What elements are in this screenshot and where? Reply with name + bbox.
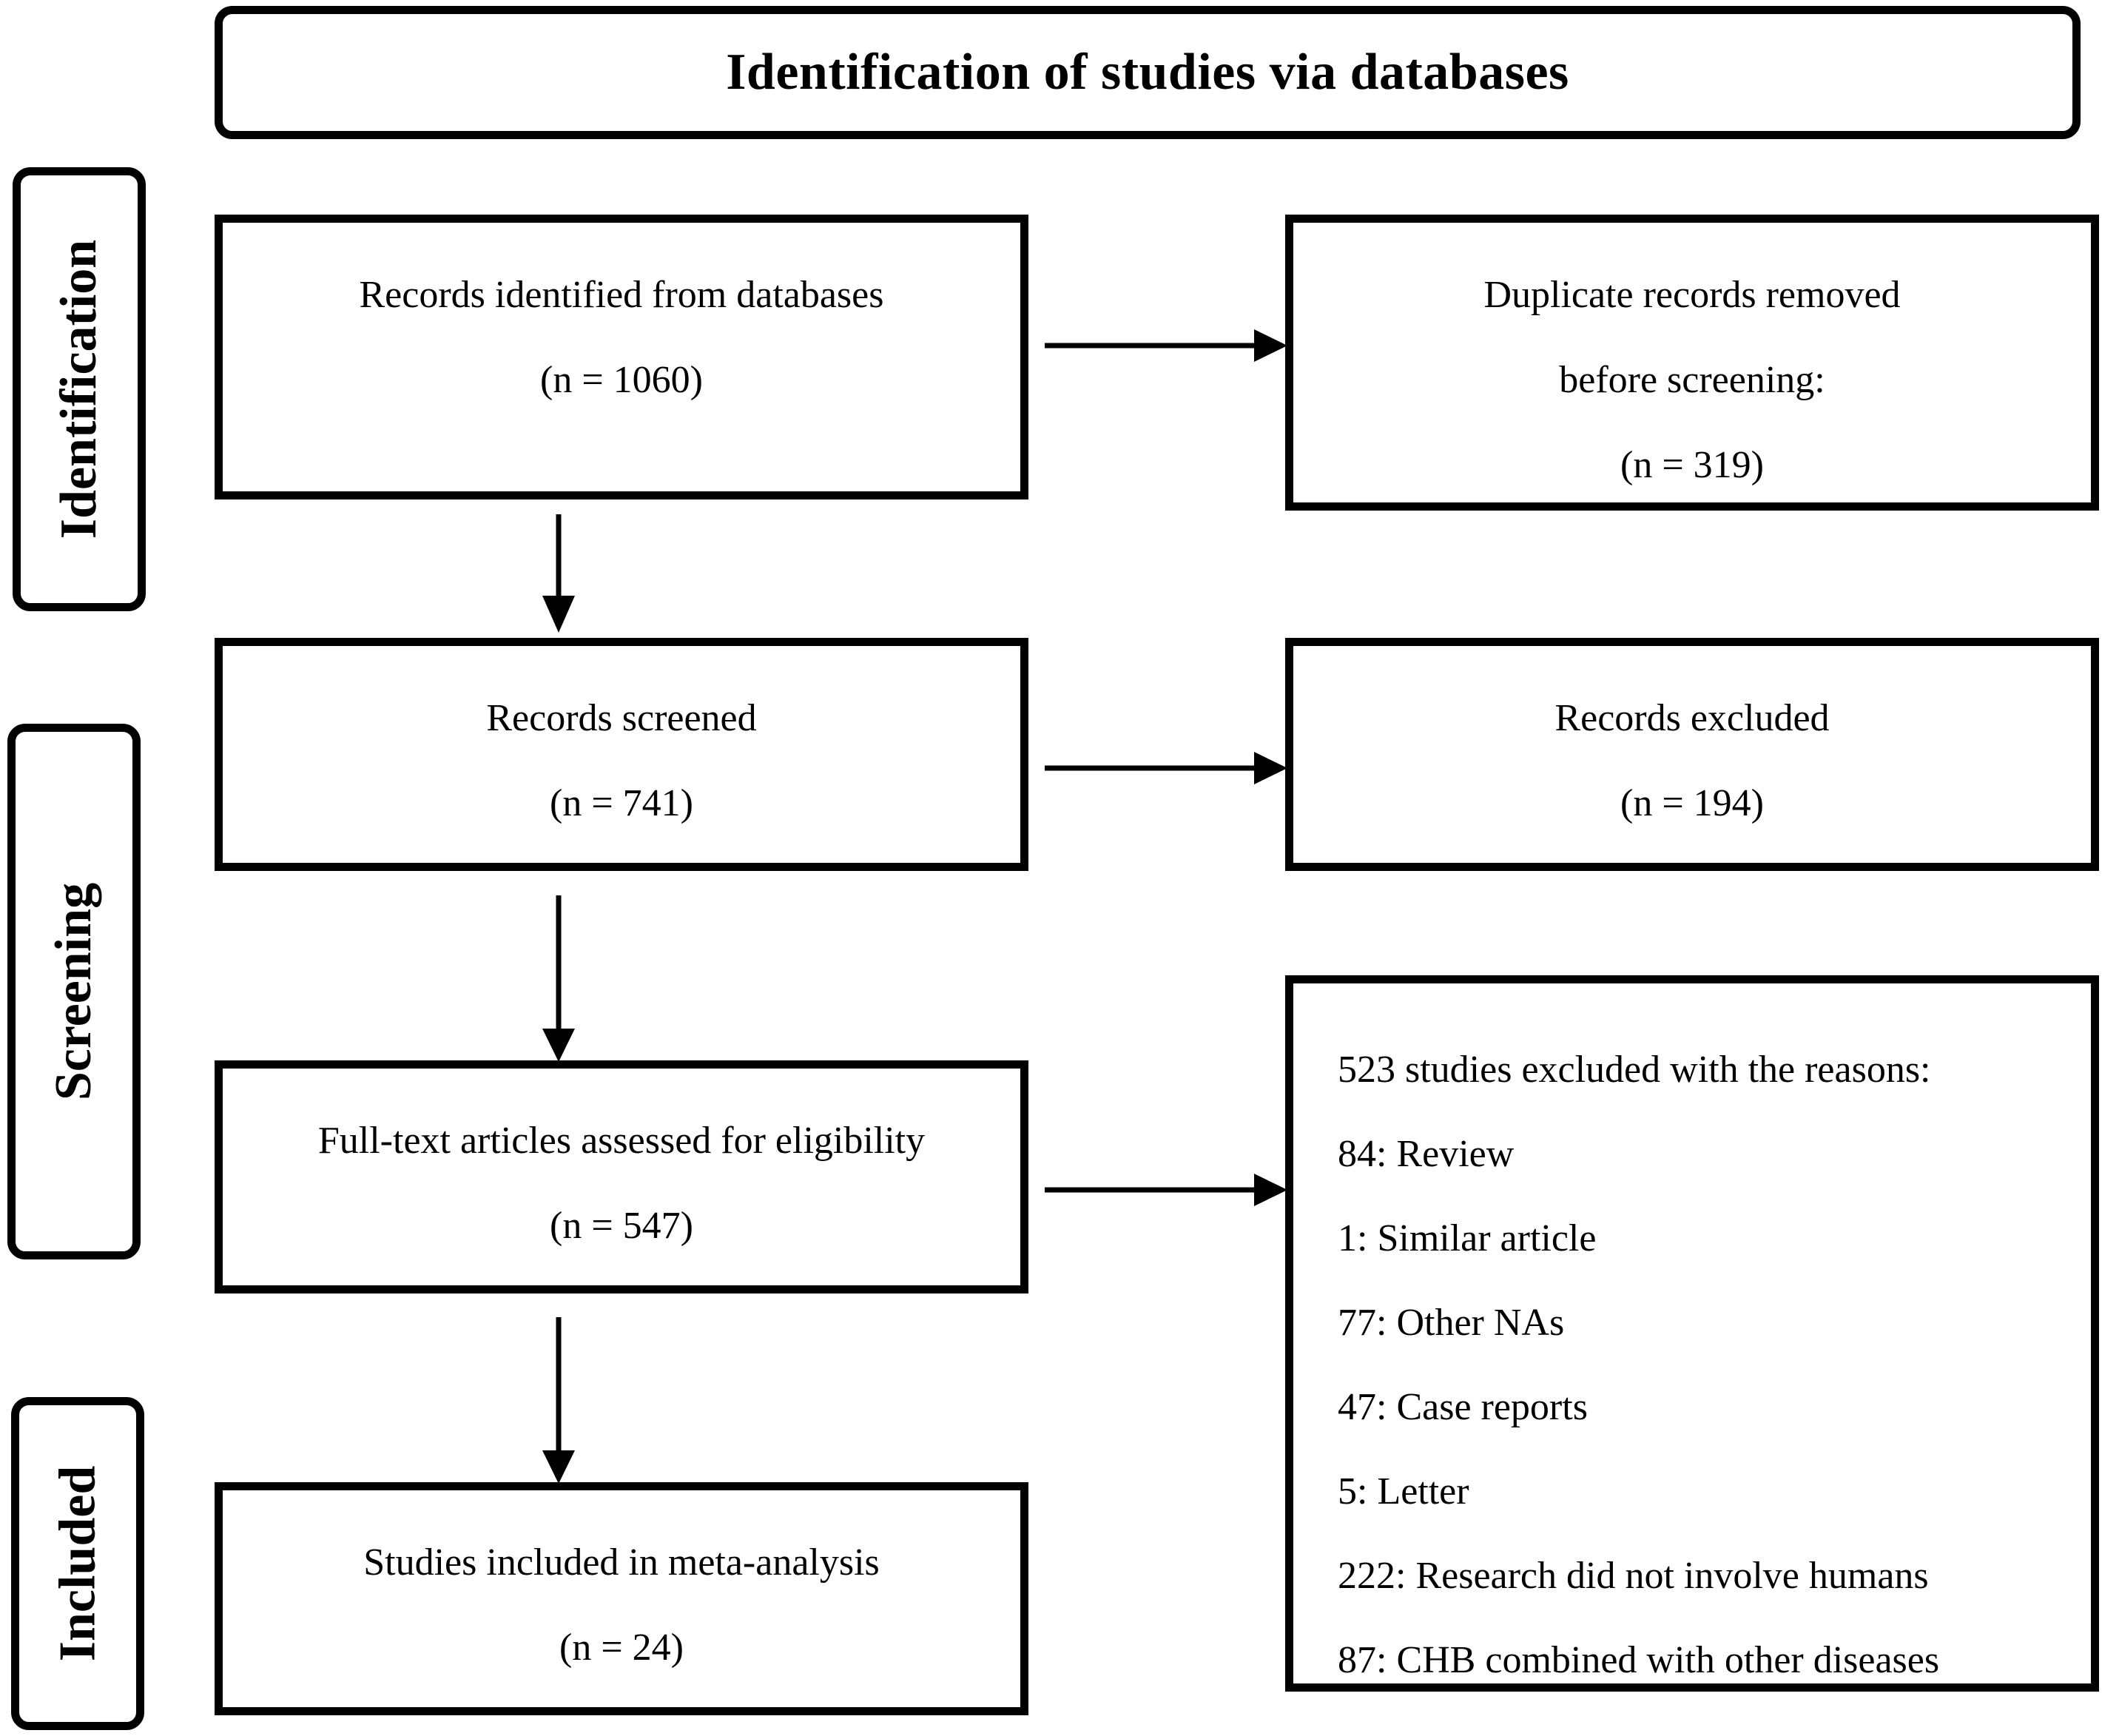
full-text-assessed-box: Full-text articles assessed for eligibil… (215, 1060, 1028, 1293)
arrow-down-fulltext-to-included (542, 1317, 575, 1484)
exclusion-reason-item: 77: Other NAs (1338, 1302, 1565, 1344)
studies-included-box: Studies included in meta-analysis (n = 2… (215, 1482, 1028, 1715)
records-identified-text: Records identified from databases (359, 274, 884, 316)
duplicates-removed-box: Duplicate records removed before screeni… (1285, 215, 2099, 511)
records-screened-text: Records screened (486, 697, 757, 739)
arrow-right-identified-to-duplicates (1045, 329, 1287, 362)
exclusion-reason-item: 87: CHB combined with other diseases (1338, 1639, 1940, 1681)
records-identified-count: (n = 1060) (540, 359, 703, 401)
records-screened-count: (n = 741) (550, 782, 693, 824)
diagram-title: Identification of studies via databases (726, 44, 1569, 101)
exclusion-reason-item: 84: Review (1338, 1133, 1515, 1175)
arrow-right-screened-to-excluded (1045, 752, 1287, 784)
arrow-down-screened-to-fulltext (542, 895, 575, 1062)
records-screened-box: Records screened (n = 741) (215, 638, 1028, 871)
exclusion-reasons-box: 523 studies excluded with the reasons: 8… (1285, 975, 2099, 1692)
stage-screening-box: Screening (7, 724, 141, 1259)
duplicates-removed-text: Duplicate records removed (1483, 274, 1901, 316)
records-identified-box: Records identified from databases (n = 1… (215, 215, 1028, 499)
arrow-right-fulltext-to-reasons (1045, 1174, 1287, 1206)
exclusion-reason-item: 222: Research did not involve humans (1338, 1555, 1929, 1597)
exclusion-reason-item: 47: Case reports (1338, 1386, 1588, 1428)
arrow-down-identified-to-screened (542, 514, 575, 633)
records-excluded-count: (n = 194) (1620, 782, 1764, 824)
full-text-assessed-text: Full-text articles assessed for eligibil… (317, 1120, 926, 1162)
stage-identification-box: Identification (13, 167, 146, 611)
duplicates-removed-count: (n = 319) (1620, 444, 1764, 486)
full-text-assessed-count: (n = 547) (550, 1205, 693, 1247)
exclusion-reason-item: 1: Similar article (1338, 1217, 1597, 1259)
exclusion-reasons-header: 523 studies excluded with the reasons: (1338, 1049, 1931, 1091)
studies-included-count: (n = 24) (559, 1626, 684, 1669)
records-excluded-text: Records excluded (1554, 697, 1830, 739)
stage-included-box: Included (11, 1397, 144, 1730)
title-box: Identification of studies via databases (215, 6, 2081, 139)
duplicates-removed-text-2: before screening: (1559, 359, 1825, 401)
records-excluded-box: Records excluded (n = 194) (1285, 638, 2099, 871)
exclusion-reason-item: 5: Letter (1338, 1470, 1469, 1513)
studies-included-text: Studies included in meta-analysis (363, 1541, 880, 1584)
